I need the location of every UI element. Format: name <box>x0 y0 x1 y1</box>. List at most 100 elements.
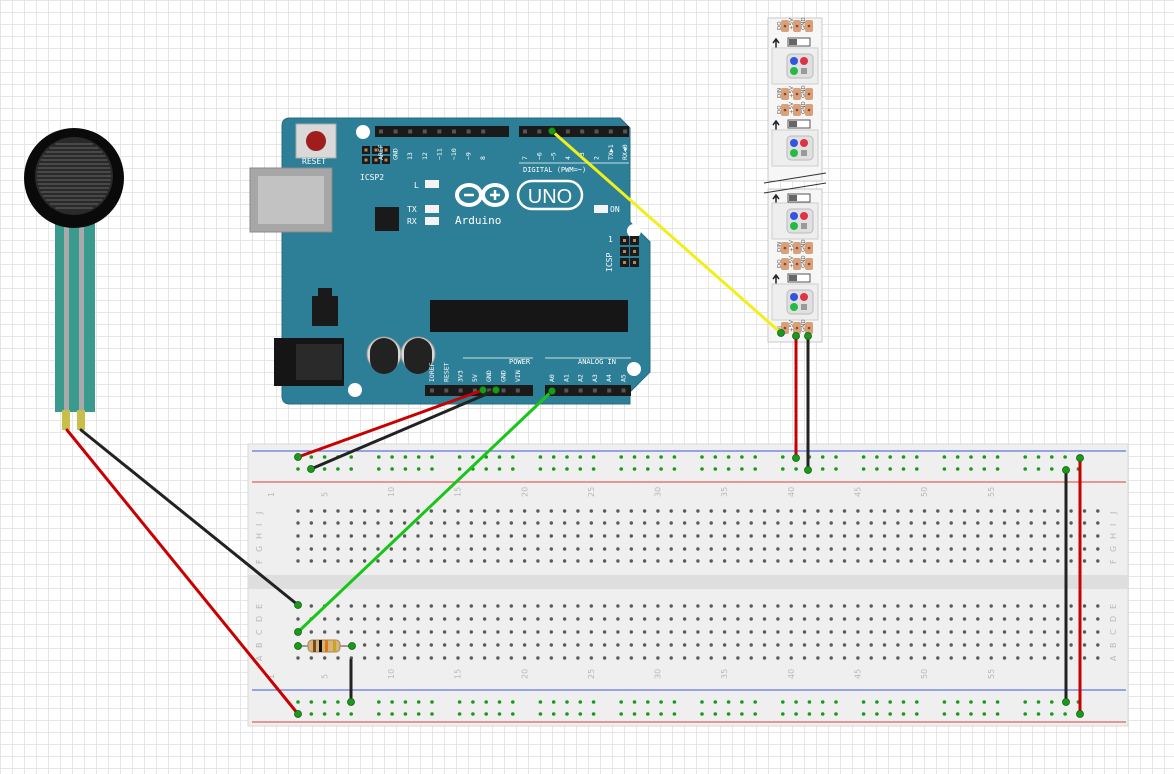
led-tx-label: TX <box>407 205 417 214</box>
breadboard-hole <box>496 534 500 538</box>
breadboard-hole <box>589 630 593 634</box>
breadboard-hole <box>842 630 847 634</box>
column-number-top: 35 <box>720 487 729 497</box>
breadboard-hole <box>669 547 673 551</box>
breadboard-hole <box>682 643 687 647</box>
breadboard-hole <box>869 656 873 660</box>
breadboard-hole <box>549 617 553 621</box>
header-pin <box>430 388 434 393</box>
breadboard-hole <box>696 630 700 634</box>
breadboard-hole <box>789 509 793 513</box>
breadboard-hole <box>776 617 780 621</box>
breadboard-hole <box>789 604 793 608</box>
breadboard-hole <box>976 643 980 647</box>
breadboard-hole <box>856 559 860 563</box>
column-number-bottom: 55 <box>987 669 996 679</box>
breadboard-hole <box>509 643 513 647</box>
rail-hole <box>1063 712 1067 716</box>
wire-endpoint <box>347 698 355 706</box>
led-l <box>425 180 439 188</box>
header-pin <box>515 388 520 393</box>
rail-hole <box>511 467 515 471</box>
rail-hole <box>578 467 583 471</box>
breadboard-hole <box>616 656 620 660</box>
rail-hole <box>565 467 569 471</box>
breadboard-hole <box>1042 643 1047 647</box>
breadboard-hole <box>922 617 927 621</box>
force-sensitive-resistor <box>24 128 124 430</box>
breadboard-hole <box>309 604 313 608</box>
strip-pad-out-dot <box>783 108 787 112</box>
rail-hole <box>753 700 757 704</box>
row-letter-left: B <box>255 643 264 649</box>
breadboard-hole <box>962 521 967 525</box>
breadboard-hole <box>362 547 367 551</box>
breadboard-hole <box>722 521 727 525</box>
rail-hole <box>619 700 623 704</box>
rail-hole <box>632 712 637 716</box>
rail-hole <box>781 467 785 471</box>
strip-pad-out-label: GND <box>801 17 807 30</box>
breadboard-hole <box>736 547 740 551</box>
rail-hole <box>471 712 475 716</box>
breadboard-hole <box>869 509 873 513</box>
breadboard-hole <box>682 559 687 563</box>
breadboard-hole <box>429 521 433 525</box>
breadboard-hole <box>1002 547 1007 551</box>
breadboard-hole <box>909 559 913 563</box>
breadboard-hole <box>402 509 407 513</box>
power-pin-label: 3V3 <box>457 370 465 382</box>
breadboard-hole <box>616 521 620 525</box>
breadboard-hole <box>816 643 820 647</box>
rail-hole <box>834 700 838 704</box>
wire-endpoint <box>492 386 500 394</box>
breadboard-hole <box>816 547 820 551</box>
breadboard-hole <box>1029 559 1033 563</box>
smd-capacitor <box>787 193 811 203</box>
breadboard-hole <box>496 604 500 608</box>
rail-hole <box>942 700 947 704</box>
breadboard-hole <box>909 630 913 634</box>
rail-hole <box>538 700 543 704</box>
breadboard-hole <box>749 604 753 608</box>
breadboard-hole <box>536 521 540 525</box>
rail-hole <box>659 467 663 471</box>
strip-pad-din-dot <box>807 246 811 250</box>
breadboard-hole <box>816 534 820 538</box>
breadboard-hole <box>669 559 673 563</box>
breadboard-hole <box>1029 617 1033 621</box>
resistor <box>298 639 352 653</box>
rail-hole <box>591 712 596 716</box>
breadboard-hole <box>882 547 887 551</box>
rail-hole <box>995 712 1000 716</box>
breadboard-hole <box>522 643 527 647</box>
breadboard-hole <box>656 630 660 634</box>
breadboard-hole <box>776 534 780 538</box>
icsp2-pin-core <box>384 148 388 152</box>
direction-arrow-icon <box>772 273 780 284</box>
breadboard-hole <box>576 630 580 634</box>
breadboard-hole <box>762 509 767 513</box>
breadboard-hole <box>389 559 393 563</box>
breadboard-hole <box>442 656 447 660</box>
strip-pad-din-label: +5V <box>789 86 795 98</box>
breadboard-hole <box>562 509 567 513</box>
rail-hole <box>794 700 798 704</box>
breadboard-hole <box>709 547 713 551</box>
breadboard-hole <box>856 617 860 621</box>
breadboard-hole <box>429 617 433 621</box>
breadboard-hole <box>389 521 393 525</box>
digital-pin-label: ~10 <box>450 148 458 160</box>
rail-hole <box>390 455 394 459</box>
wire-endpoint <box>804 332 812 340</box>
power-jack-inner <box>296 344 342 380</box>
breadboard-hole <box>736 617 740 621</box>
digital-pin-label: 13 <box>406 152 414 160</box>
breadboard-hole <box>1016 534 1020 538</box>
icsp-header <box>620 236 639 267</box>
led-package <box>786 289 814 315</box>
resistor-band-brown <box>313 640 316 652</box>
rail-hole <box>794 467 798 471</box>
breadboard-hole <box>589 547 593 551</box>
breadboard-hole <box>376 604 380 608</box>
